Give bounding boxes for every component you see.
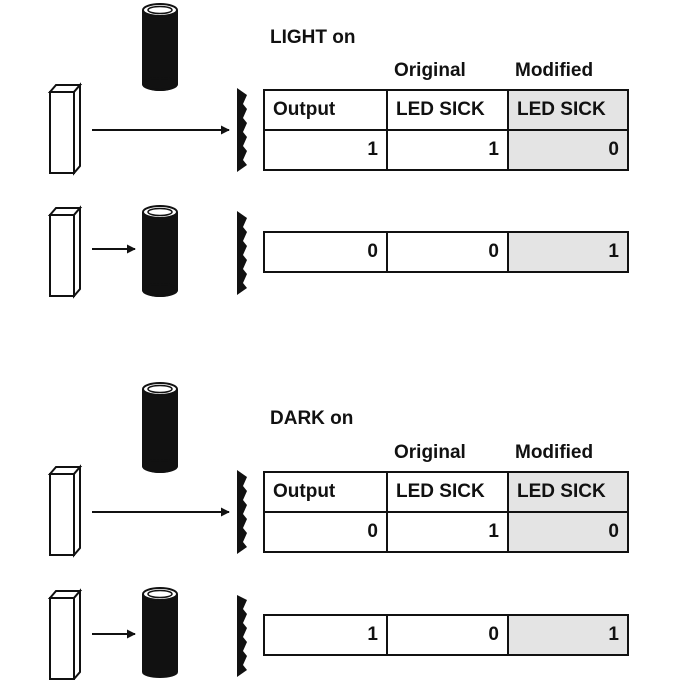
column-label-original: Original (394, 442, 466, 463)
table-header-row: Output LED SICK LED SICK (265, 473, 627, 511)
cell-original: 0 (386, 616, 507, 654)
cell-modified: 1 (507, 616, 627, 654)
cell-output: 0 (367, 241, 378, 262)
receiver-icon (237, 470, 247, 554)
emitter-block-icon (47, 464, 83, 558)
cylinder-object-icon (142, 587, 178, 678)
table-row: 1 0 1 (265, 616, 627, 654)
header-modified-led-sick: LED SICK (507, 473, 627, 511)
truth-table-light-unblocked: Output LED SICK LED SICK 1 1 0 (263, 89, 629, 171)
table-header-row: Output LED SICK LED SICK (265, 91, 627, 129)
header-original-led-sick: LED SICK (386, 91, 507, 129)
emitter-block-icon (47, 588, 83, 680)
section-title: LIGHT on (270, 27, 356, 48)
table-row: 0 1 0 (265, 511, 627, 551)
cell-output: 0 (367, 521, 378, 542)
header-output: Output (273, 481, 336, 502)
truth-table-dark-blocked: 1 0 1 (263, 614, 629, 656)
cell-original: 0 (386, 233, 507, 271)
column-label-original: Original (394, 60, 466, 81)
table-row: 1 1 0 (265, 129, 627, 169)
header-original-led-sick: LED SICK (386, 473, 507, 511)
table-row: 0 0 1 (265, 233, 627, 271)
cell-output: 1 (367, 139, 378, 160)
receiver-icon (237, 211, 247, 295)
cell-modified: 1 (507, 233, 627, 271)
cell-modified: 0 (507, 131, 627, 169)
section-title: DARK on (270, 408, 354, 429)
cylinder-object-icon (142, 205, 178, 297)
cell-original: 1 (386, 131, 507, 169)
emitter-block-icon (47, 82, 83, 176)
cylinder-object-icon (142, 3, 178, 91)
cell-original: 1 (386, 513, 507, 551)
column-label-modified: Modified (515, 442, 594, 463)
cylinder-object-icon (142, 382, 178, 473)
header-modified-led-sick: LED SICK (507, 91, 627, 129)
receiver-icon (237, 88, 247, 172)
cell-output: 1 (367, 624, 378, 645)
header-output: Output (273, 99, 336, 120)
receiver-icon (237, 595, 247, 677)
column-label-modified: Modified (515, 60, 594, 81)
truth-table-dark-unblocked: Output LED SICK LED SICK 0 1 0 (263, 471, 629, 553)
cell-modified: 0 (507, 513, 627, 551)
truth-table-light-blocked: 0 0 1 (263, 231, 629, 273)
emitter-block-icon (47, 205, 83, 299)
